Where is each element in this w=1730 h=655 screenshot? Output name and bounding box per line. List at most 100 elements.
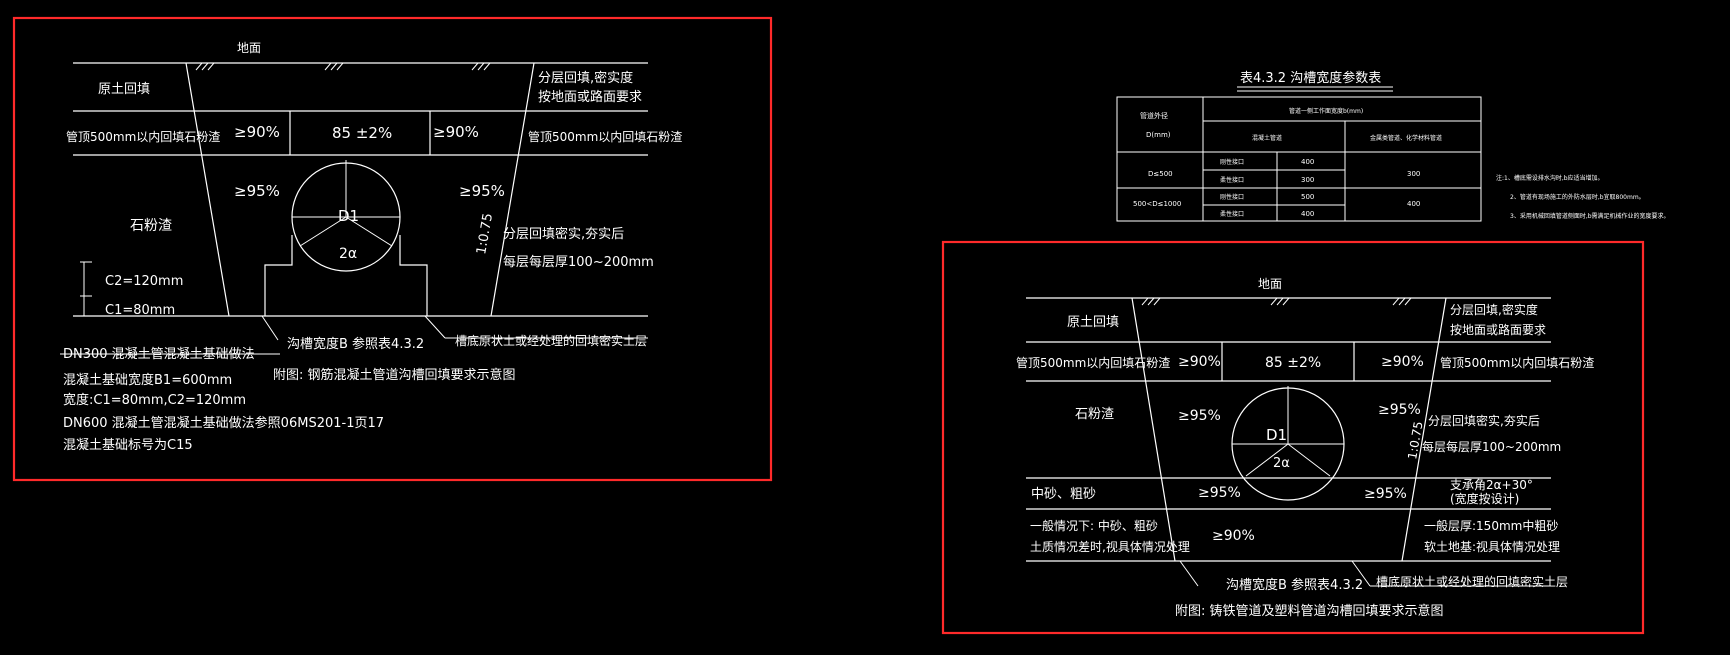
left-c1-label: C1=80mm	[105, 303, 175, 318]
table-title: 表4.3.2 沟槽宽度参数表	[1240, 70, 1381, 86]
left-p90-a: ≥90%	[234, 123, 280, 141]
left-compact-1: 分层回填密实,夯实后	[503, 226, 624, 242]
right-leader-base	[1351, 560, 1371, 587]
right-slope-label: 1:0.75	[1405, 420, 1425, 460]
table-row2-av: 500	[1301, 193, 1314, 201]
left-trench-wall-right	[490, 62, 535, 317]
left-ground-label: 地面	[237, 41, 261, 55]
left-note-4: DN600 混凝土管混凝土基础做法参照06MS201-1页17	[63, 415, 384, 431]
left-stone-label: 石粉渣	[130, 218, 172, 234]
right-support-2: (宽度按设计)	[1450, 491, 1519, 506]
table-row1-bv: 300	[1301, 176, 1314, 184]
table-row2-v: 400	[1407, 200, 1420, 208]
right-p90-b: ≥90%	[1381, 354, 1424, 370]
right-trench-wall-right	[1401, 297, 1447, 562]
right-compact-1: 分层回填密实,夯实后	[1428, 413, 1540, 428]
trench-width-table: 表4.3.2 沟槽宽度参数表 管道外径 D(mm) 管道一侧工作面宽度b(mm)…	[1116, 70, 1670, 222]
table-row2-bv: 400	[1301, 210, 1314, 218]
table-h-d: D(mm)	[1146, 131, 1171, 139]
table-h-sub1: 混凝土管道	[1252, 134, 1282, 142]
right-ground-hatch	[1141, 297, 1412, 306]
left-angle-ray-2	[345, 216, 393, 247]
right-angle-ray-1	[1245, 443, 1289, 477]
left-slope-label: 1:0.75	[474, 212, 496, 256]
table-row1-av: 400	[1301, 158, 1314, 166]
right-ground-label: 地面	[1258, 277, 1282, 291]
right-p90-a: ≥90%	[1178, 354, 1221, 370]
table-row2-b: 柔性接口	[1220, 210, 1244, 218]
table-row1-range: D≤500	[1148, 170, 1173, 178]
right-general-2: 土质情况差时,视具体情况处理	[1030, 539, 1190, 554]
left-leader-width	[261, 315, 279, 341]
table-note-1: 注:1、槽底需设排水沟时,b应适当增加。	[1496, 174, 1604, 182]
table-row1-a: 刚性接口	[1220, 158, 1244, 166]
right-general-1: 一般情况下: 中砂、粗砂	[1030, 518, 1158, 533]
right-p85: 85 ±2%	[1265, 355, 1321, 371]
right-p95-d: ≥95%	[1364, 486, 1407, 502]
left-trench-width: 沟槽宽度B 参照表4.3.2	[287, 336, 424, 352]
table-row1-v: 300	[1407, 170, 1420, 178]
left-selection-frame[interactable]	[12, 16, 773, 482]
right-d1-label: D1	[1266, 426, 1287, 444]
left-note-3: 宽度:C1=80mm,C2=120mm	[63, 392, 246, 408]
left-note-2: 混凝土基础宽度B1=600mm	[63, 372, 232, 388]
left-c2-label: C2=120mm	[105, 274, 183, 289]
left-pipe-top-left: 管顶500mm以内回填石粉渣	[66, 129, 220, 144]
right-original-backfill: 原土回填	[1067, 315, 1119, 330]
left-note-1: DN300 混凝土管混凝土基础做法	[63, 346, 255, 362]
right-trench-diagram: 地面 原土回填 分层回填,密实度 按地面或路面要求 管顶500mm以内回填石粉渣…	[1016, 277, 1594, 619]
left-leader-base	[424, 315, 446, 339]
left-compact-2: 每层每层厚100~200mm	[503, 254, 654, 270]
left-trench-diagram: 地面 原土回填 分层回填,密实度 按地面或路面要求 管顶500mm以内回填石粉渣…	[60, 41, 682, 453]
left-caption: 附图: 钢筋混凝土管道沟槽回填要求示意图	[273, 367, 516, 383]
right-p90-c: ≥90%	[1212, 528, 1255, 544]
right-pipe-top-left: 管顶500mm以内回填石粉渣	[1016, 355, 1170, 370]
left-base-left	[264, 235, 293, 316]
table-note-2: 2、管道有现场施工的外防水层时,b宜取800mm。	[1510, 193, 1645, 201]
right-compact-2: 每层每层厚100~200mm	[1422, 439, 1561, 454]
right-stone-label: 石粉渣	[1075, 407, 1114, 422]
table-row2-range: 500<D≤1000	[1133, 200, 1181, 208]
right-base-note: 槽底原状土或经处理的回填密实土层	[1376, 574, 1568, 589]
left-p95-a: ≥95%	[234, 182, 280, 200]
right-angle-ray-2	[1287, 443, 1331, 477]
left-dimension-c	[80, 261, 92, 317]
right-p95-b: ≥95%	[1378, 402, 1421, 418]
right-trench-width: 沟槽宽度B 参照表4.3.2	[1226, 577, 1363, 593]
right-p95-c: ≥95%	[1198, 485, 1241, 501]
left-p90-b: ≥90%	[433, 123, 479, 141]
right-leader-width	[1179, 560, 1199, 587]
right-layered-1: 分层回填,密实度	[1450, 302, 1538, 317]
right-layered-2: 按地面或路面要求	[1450, 322, 1546, 337]
table-outline	[1116, 96, 1482, 222]
right-layer-1: 一般层厚:150mm中粗砂	[1424, 518, 1558, 533]
left-p95-b: ≥95%	[459, 182, 505, 200]
right-two-alpha: 2α	[1273, 456, 1290, 471]
left-d1-label: D1	[338, 207, 359, 225]
left-base-note: 槽底原状土或经处理的回填密实土层	[455, 333, 647, 348]
left-pipe-top-right: 管顶500mm以内回填石粉渣	[528, 129, 682, 144]
right-trench-wall-left	[1131, 297, 1176, 562]
left-base-right	[399, 235, 428, 316]
left-trench-wall-left	[185, 62, 230, 317]
left-layered-2: 按地面或路面要求	[538, 89, 642, 105]
table-note-3: 3、采用机械回填管道侧面时,b需满足机械作业的宽度要求。	[1510, 212, 1670, 220]
left-two-alpha: 2α	[339, 246, 357, 262]
right-selection-frame[interactable]	[941, 240, 1645, 635]
right-caption: 附图: 铸铁管道及塑料管道沟槽回填要求示意图	[1175, 603, 1444, 619]
table-h-top: 管道一侧工作面宽度b(mm)	[1289, 107, 1363, 115]
left-ground-hatch	[195, 62, 491, 71]
table-row1-b: 柔性接口	[1220, 176, 1244, 184]
left-note-5: 混凝土基础标号为C15	[63, 437, 193, 453]
right-support-1: 支承角2α+30°	[1450, 478, 1533, 492]
right-p95-a: ≥95%	[1178, 408, 1221, 424]
left-original-backfill: 原土回填	[98, 82, 150, 97]
left-layered-1: 分层回填,密实度	[538, 70, 633, 86]
left-angle-ray-1	[299, 216, 347, 247]
table-h-outer: 管道外径	[1140, 111, 1168, 120]
right-pipe-top-right: 管顶500mm以内回填石粉渣	[1440, 355, 1594, 370]
right-sand-left: 中砂、粗砂	[1031, 487, 1096, 502]
table-row2-a: 刚性接口	[1220, 193, 1244, 201]
right-layer-2: 软土地基:视具体情况处理	[1424, 539, 1560, 554]
